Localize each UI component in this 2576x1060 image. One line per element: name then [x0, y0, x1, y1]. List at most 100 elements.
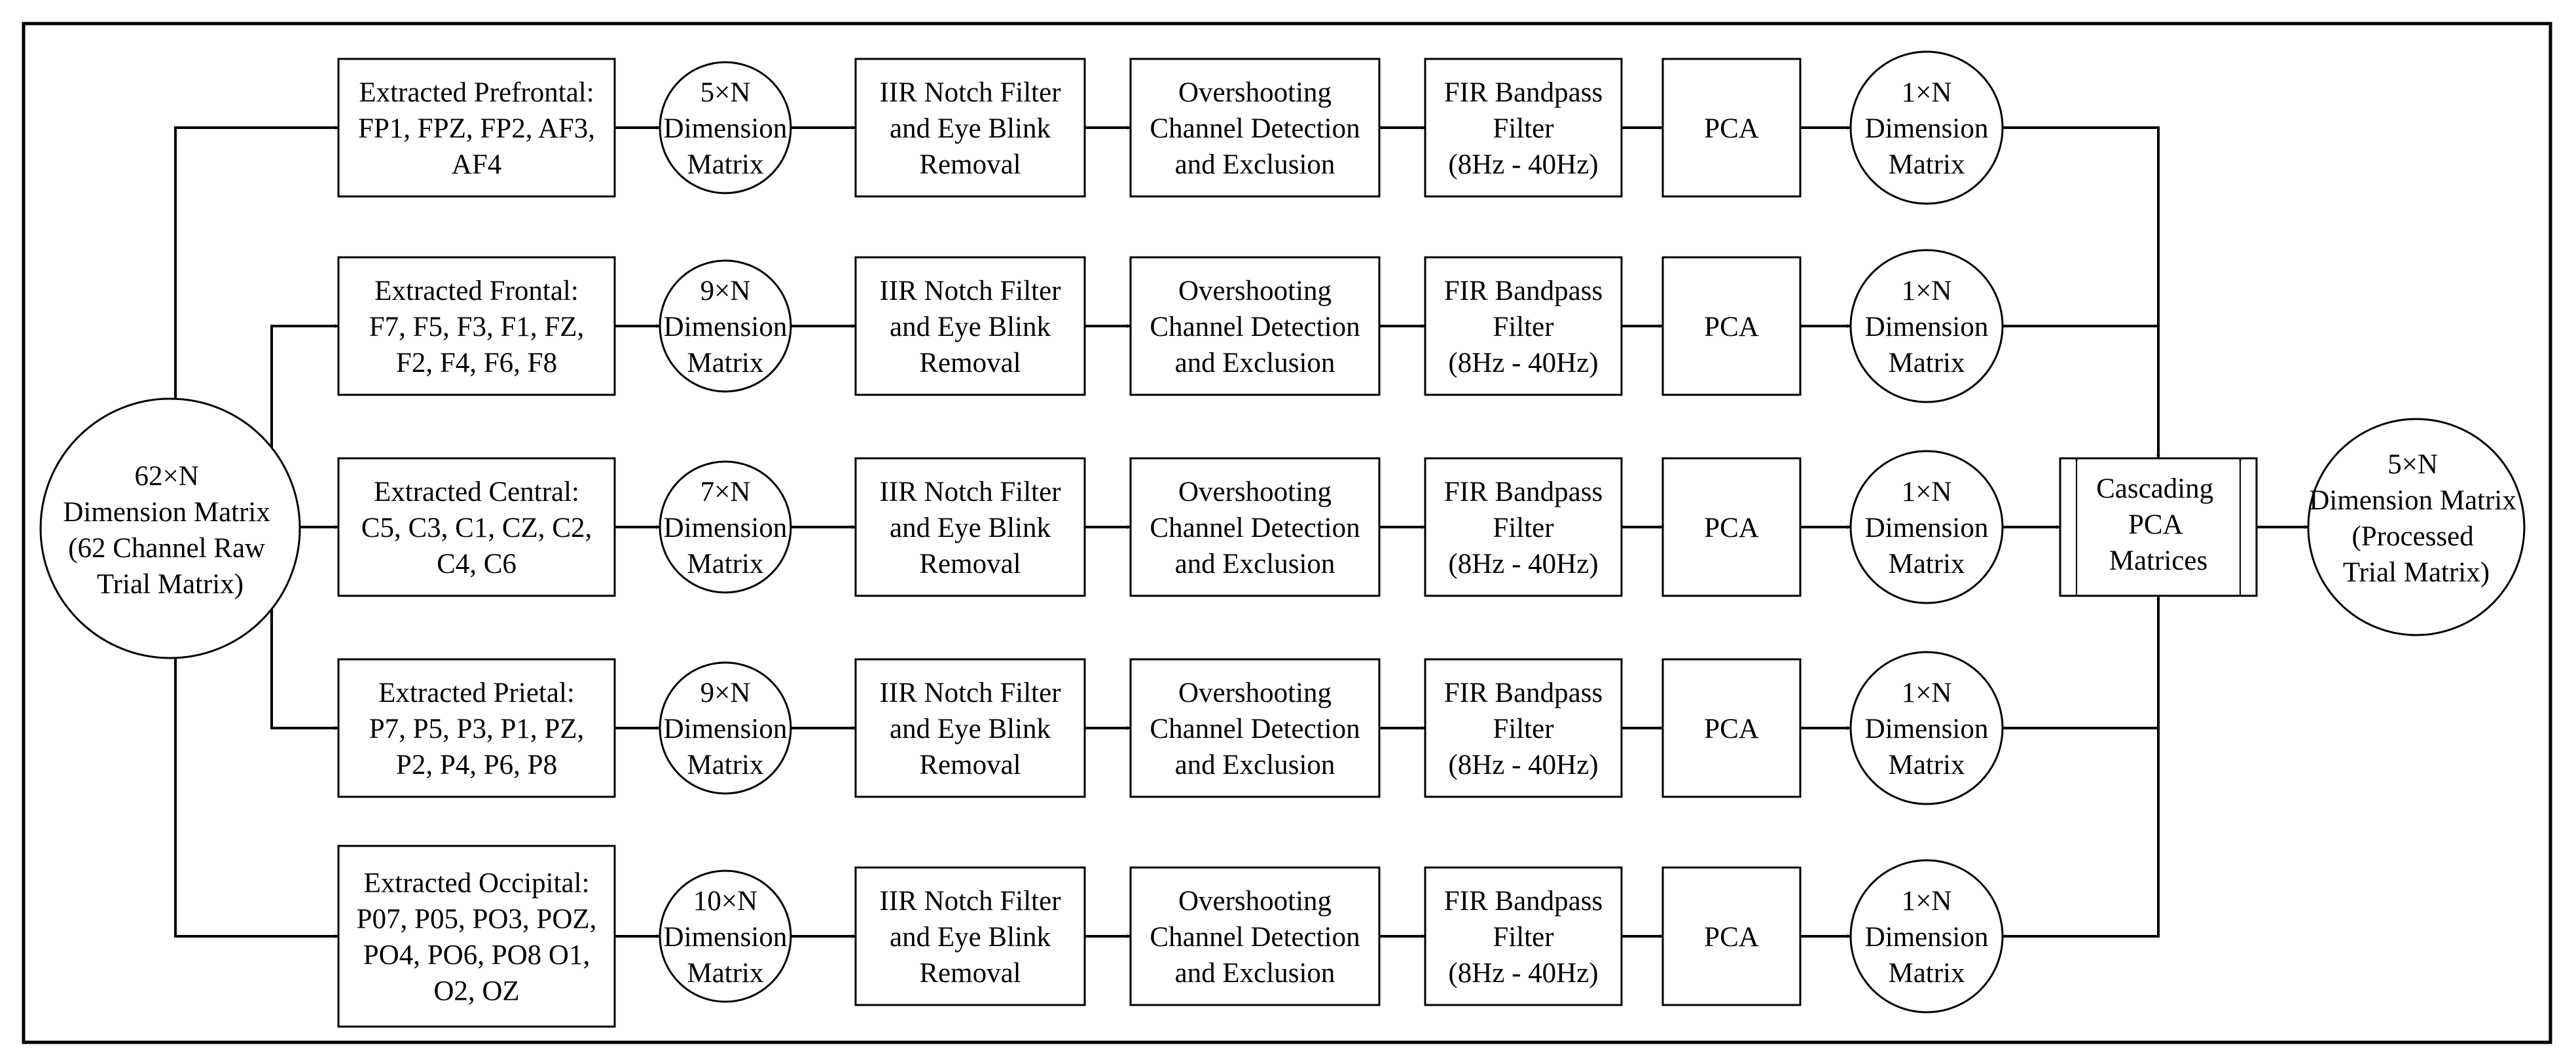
output-matrix-line: Trial Matrix)	[2343, 557, 2490, 588]
overshoot-line: and Exclusion	[1175, 549, 1335, 579]
pca-output-line: Dimension	[1865, 714, 1989, 744]
region-box: Extracted Central: C5, C3, C1, CZ, C2, C4,…	[337, 457, 616, 597]
cascade-line: Matrices	[2109, 545, 2207, 576]
dimension-line: Dimension	[664, 922, 788, 953]
dimension-line: 9×N	[700, 276, 751, 306]
pca-output-line: 1×N	[1902, 477, 1952, 507]
overshoot-line: Channel Detection	[1150, 922, 1360, 953]
input-matrix-line: Trial Matrix)	[97, 569, 244, 600]
region-line: Extracted Central:	[374, 477, 579, 507]
dimension-line: 7×N	[700, 477, 751, 507]
cascade-line: Cascading	[2096, 473, 2213, 504]
dimension-line: Matrix	[687, 348, 763, 378]
fanout-arrow	[174, 658, 339, 938]
overshoot-line: Channel Detection	[1150, 714, 1360, 744]
region-line: C4, C6	[437, 549, 517, 579]
svg-text:PCA: PCA	[1704, 714, 1759, 744]
bandpass-line: Filter	[1493, 113, 1553, 144]
cascading-pca-node: Cascading PCA Matrices	[2059, 457, 2258, 597]
bandpass-line: FIR Bandpass	[1444, 678, 1603, 708]
bandpass-line: FIR Bandpass	[1444, 886, 1603, 917]
notch-filter-line: and Eye Blink	[890, 312, 1051, 342]
region-line: PO4, PO6, PO8 O1,	[363, 940, 590, 971]
dimension-line: Dimension	[664, 312, 788, 342]
svg-text:PCA: PCA	[1704, 113, 1759, 144]
notch-filter-line: IIR Notch Filter	[879, 477, 1061, 507]
notch-filter-line: IIR Notch Filter	[879, 886, 1061, 917]
svg-text:5×N Dimension Matrix: 5×N Dimension Matrix (Processed Trial Ma…	[2309, 449, 2523, 588]
svg-text:PCA: PCA	[1704, 922, 1759, 953]
dimension-line: Dimension	[664, 113, 788, 144]
bandpass-line: Filter	[1493, 922, 1553, 953]
svg-text:Extracted Frontal:F7, F5, F3,: Extracted Frontal:F7, F5, F3, F1, FZ,F2,…	[369, 276, 585, 378]
input-matrix-line: Dimension Matrix	[63, 497, 270, 528]
dimension-line: Matrix	[687, 549, 763, 579]
pca-line: PCA	[1704, 312, 1759, 342]
pca-box: PCA	[1661, 58, 1802, 198]
input-matrix-line: 62×N	[134, 461, 198, 492]
region-row: Extracted Frontal:F7, F5, F3, F1, FZ,F2,…	[337, 249, 2004, 403]
output-matrix-line: 5×N	[2387, 449, 2438, 480]
dimension-line: 5×N	[700, 77, 751, 108]
bandpass-line: Filter	[1493, 513, 1553, 543]
input-matrix-line: (62 Channel Raw	[68, 533, 265, 564]
overshoot-line: and Exclusion	[1175, 348, 1335, 378]
notch-filter-line: Removal	[919, 549, 1021, 579]
region-row: Extracted Central: C5, C3, C1, CZ, C2, C4,…	[337, 450, 2004, 604]
pca-output-line: 1×N	[1902, 886, 1952, 917]
overshoot-line: Overshooting	[1178, 477, 1332, 507]
dimension-line: Dimension	[664, 513, 788, 543]
region-box: Extracted Occipital:P07, P05, PO3, POZ,P…	[337, 845, 616, 1028]
fanout-arrow	[270, 608, 339, 730]
region-line: AF4	[452, 149, 501, 180]
notch-filter-line: Removal	[919, 149, 1021, 180]
pca-line: PCA	[1704, 513, 1759, 543]
connectors	[174, 126, 2309, 938]
region-box: Extracted Frontal:F7, F5, F3, F1, FZ,F2,…	[337, 256, 616, 396]
region-line: F2, F4, F6, F8	[396, 348, 557, 378]
overshoot-line: Channel Detection	[1150, 312, 1360, 342]
svg-text:PCA: PCA	[1704, 312, 1759, 342]
region-row: Extracted Prietal:P7, P5, P3, P1, PZ,P2,…	[337, 651, 2004, 805]
overshoot-line: Overshooting	[1178, 276, 1332, 306]
svg-text:PCA: PCA	[1704, 513, 1759, 543]
pca-output-line: Dimension	[1865, 513, 1989, 543]
notch-filter-line: IIR Notch Filter	[879, 77, 1061, 108]
region-row: Extracted Prefrontal:FP1, FPZ, FP2, AF3,…	[337, 50, 2004, 205]
overshoot-line: and Exclusion	[1175, 149, 1335, 180]
dimension-line: 9×N	[700, 678, 751, 708]
bandpass-line: (8Hz - 40Hz)	[1448, 958, 1598, 989]
pca-line: PCA	[1704, 113, 1759, 144]
region-line: Extracted Occipital:	[363, 868, 589, 899]
pca-output-line: Dimension	[1865, 113, 1989, 144]
bandpass-line: FIR Bandpass	[1444, 477, 1603, 507]
pca-output-line: 1×N	[1902, 276, 1952, 306]
region-line: C5, C3, C1, CZ, C2,	[361, 513, 592, 543]
notch-filter-line: and Eye Blink	[890, 113, 1051, 144]
